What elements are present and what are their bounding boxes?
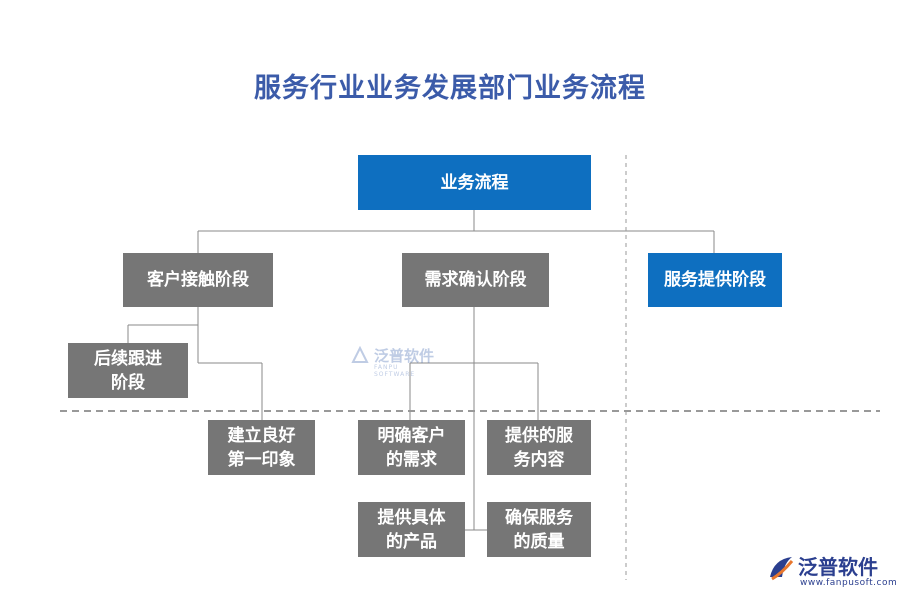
watermark-text: 泛普软件 bbox=[374, 347, 435, 365]
node-product: 提供具体的产品 bbox=[358, 502, 465, 557]
node-impression: 建立良好第一印象 bbox=[208, 420, 315, 475]
logo-url: www.fanpusoft.com bbox=[800, 578, 898, 588]
watermark-logo-icon bbox=[351, 345, 369, 363]
fanpu-logo: 泛普软件 www.fanpusoft.com bbox=[766, 551, 898, 595]
node-followup: 后续跟进阶段 bbox=[68, 343, 188, 398]
node-stage-contact: 客户接触阶段 bbox=[123, 253, 273, 307]
watermark-sub: FANPU SOFTWARE bbox=[374, 364, 416, 378]
node-content: 提供的服务内容 bbox=[487, 420, 591, 475]
logo-text: 泛普软件 bbox=[798, 555, 878, 579]
fanpu-logo-icon bbox=[770, 557, 794, 581]
node-stage-confirm: 需求确认阶段 bbox=[402, 253, 549, 307]
diagram-title: 服务行业业务发展部门业务流程 bbox=[254, 73, 646, 104]
node-clarify: 明确客户的需求 bbox=[358, 420, 465, 475]
node-root: 业务流程 bbox=[358, 155, 591, 210]
watermark: 泛普软件 FANPU SOFTWARE bbox=[350, 345, 435, 378]
node-quality: 确保服务的质量 bbox=[487, 502, 591, 557]
node-stage-service: 服务提供阶段 bbox=[648, 253, 782, 307]
